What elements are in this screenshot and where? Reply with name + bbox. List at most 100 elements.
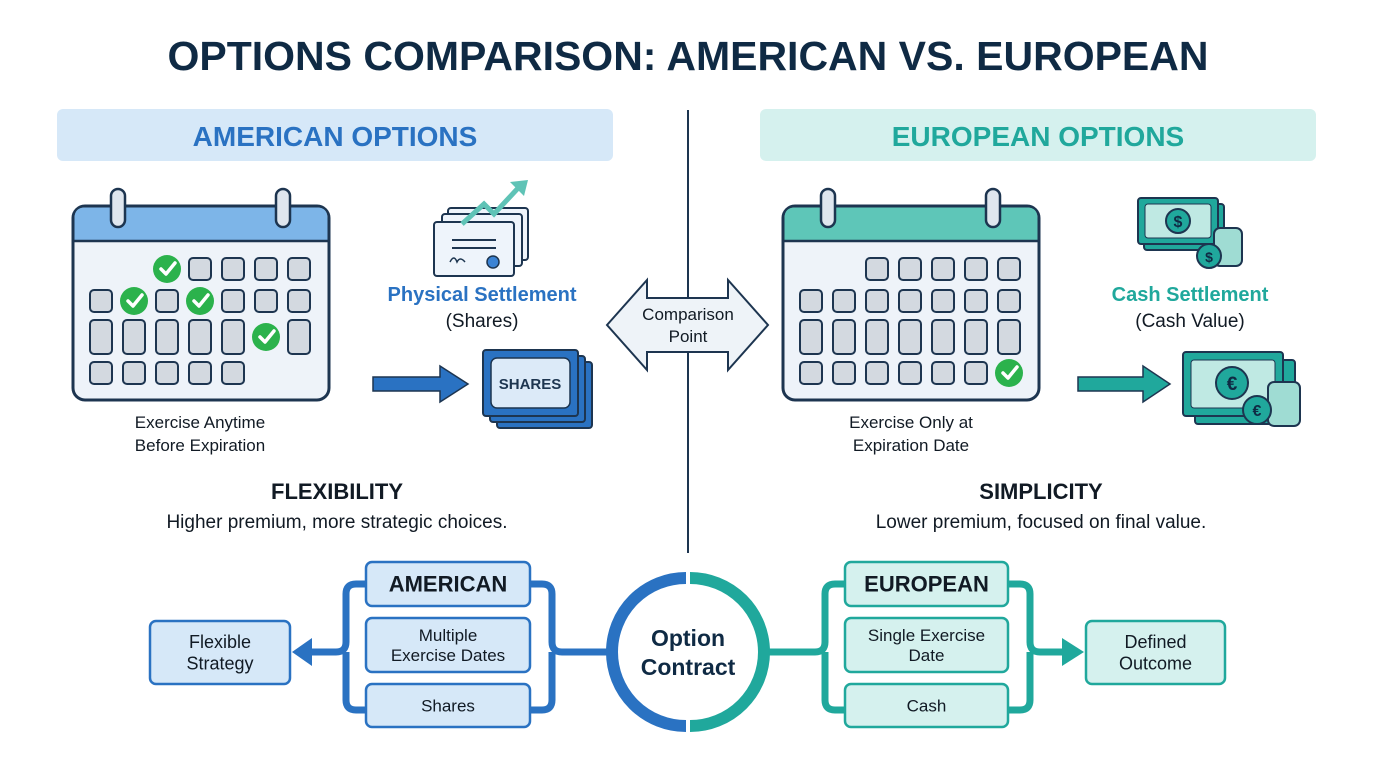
check-icon — [120, 287, 148, 315]
stock-certificate-icon — [433, 180, 529, 277]
contract-circle-left — [606, 572, 687, 732]
calendar-day — [832, 319, 856, 355]
calendar-day — [799, 319, 823, 355]
european-item-cash: Cash — [843, 682, 1010, 729]
calendar-day — [188, 361, 212, 385]
calendar-day — [964, 361, 988, 385]
calendar-day — [997, 257, 1021, 281]
contract-circle-right — [689, 572, 770, 732]
european-header-band — [760, 109, 1316, 161]
shares-bill-label: SHARES — [499, 376, 562, 393]
american-item-shares: Shares — [364, 682, 532, 729]
shares-bill-icon: SHARES — [482, 349, 593, 429]
calendar-day — [287, 257, 311, 281]
european-item-date-label: Date — [909, 646, 945, 665]
american-header-band — [57, 109, 613, 161]
calendar-day — [155, 361, 179, 385]
american-item-dates-label: Exercise Dates — [391, 646, 505, 665]
calendar-day — [188, 319, 212, 355]
american-item-shares-label: Shares — [421, 696, 475, 715]
european-feature-title: SIMPLICITY — [979, 479, 1103, 504]
svg-text:€: € — [1227, 374, 1238, 395]
calendar-day — [287, 289, 311, 313]
calendar-day — [997, 289, 1021, 313]
check-icon — [186, 287, 214, 315]
calendar-day — [254, 257, 278, 281]
european-calendar-icon — [781, 187, 1041, 402]
flexible-strategy-box-label: Flexible — [189, 632, 251, 652]
calendar-day — [898, 319, 922, 355]
defined-outcome-box-label: Defined — [1124, 632, 1186, 652]
european-header: EUROPEAN OPTIONS — [892, 121, 1184, 152]
calendar-day — [122, 319, 146, 355]
calendar-day — [89, 319, 113, 355]
calendar-day — [188, 257, 212, 281]
calendar-day — [799, 361, 823, 385]
calendar-day — [898, 257, 922, 281]
svg-text:€: € — [1253, 403, 1262, 420]
right-arrow-icon — [372, 364, 470, 404]
svg-text:$: $ — [1174, 214, 1183, 231]
calendar-day — [832, 289, 856, 313]
physical-settlement-title: Physical Settlement — [388, 284, 577, 306]
svg-text:$: $ — [1205, 249, 1213, 265]
american-feature-title: FLEXIBILITY — [271, 479, 403, 504]
defined-outcome-box-label: Outcome — [1119, 654, 1192, 674]
american-feature-desc: Higher premium, more strategic choices. — [166, 512, 507, 533]
american-header: AMERICAN OPTIONS — [193, 121, 478, 152]
american-item-dates-label: Multiple — [419, 626, 478, 645]
calendar-day — [155, 319, 179, 355]
check-icon — [153, 255, 181, 283]
calendar-day — [865, 361, 889, 385]
check-icon — [995, 359, 1023, 387]
teal-right-arrow-icon — [1077, 364, 1172, 404]
calendar-day — [931, 319, 955, 355]
calendar-day — [221, 361, 245, 385]
american-title-box-label: AMERICAN — [389, 572, 508, 597]
calendar-day — [898, 289, 922, 313]
american-title-box: AMERICAN — [364, 560, 532, 608]
calendar-day — [931, 361, 955, 385]
american-calendar-icon — [71, 187, 331, 402]
calendar-day — [865, 257, 889, 281]
cash-settlement-title: Cash Settlement — [1112, 284, 1269, 306]
cash-settlement-sub: (Cash Value) — [1135, 311, 1244, 332]
calendar-day — [221, 319, 245, 355]
check-icon — [252, 323, 280, 351]
calendar-day — [964, 319, 988, 355]
calendar-day — [931, 289, 955, 313]
flexible-strategy-box-label: Strategy — [186, 654, 253, 674]
european-feature-desc: Lower premium, focused on final value. — [876, 512, 1207, 533]
european-title-box: EUROPEAN — [843, 560, 1010, 608]
european-title-box-label: EUROPEAN — [864, 572, 989, 597]
european-item-cash-label: Cash — [907, 696, 947, 715]
calendar-day — [89, 361, 113, 385]
euro-cash-icon: € € — [1182, 351, 1301, 427]
physical-settlement-sub: (Shares) — [446, 311, 519, 332]
calendar-day — [865, 289, 889, 313]
calendar-day — [287, 319, 311, 355]
calendar-day — [122, 361, 146, 385]
calendar-day — [997, 319, 1021, 355]
dollar-cash-icon: $ $ — [1137, 197, 1243, 269]
calendar-day — [221, 289, 245, 313]
calendar-day — [254, 289, 278, 313]
european-item-date-label: Single Exercise — [868, 626, 985, 645]
calendar-day — [799, 289, 823, 313]
calendar-day — [964, 257, 988, 281]
calendar-day — [931, 257, 955, 281]
calendar-day — [221, 257, 245, 281]
page-title: OPTIONS COMPARISON: AMERICAN VS. EUROPEA… — [167, 33, 1208, 79]
calendar-day — [898, 361, 922, 385]
